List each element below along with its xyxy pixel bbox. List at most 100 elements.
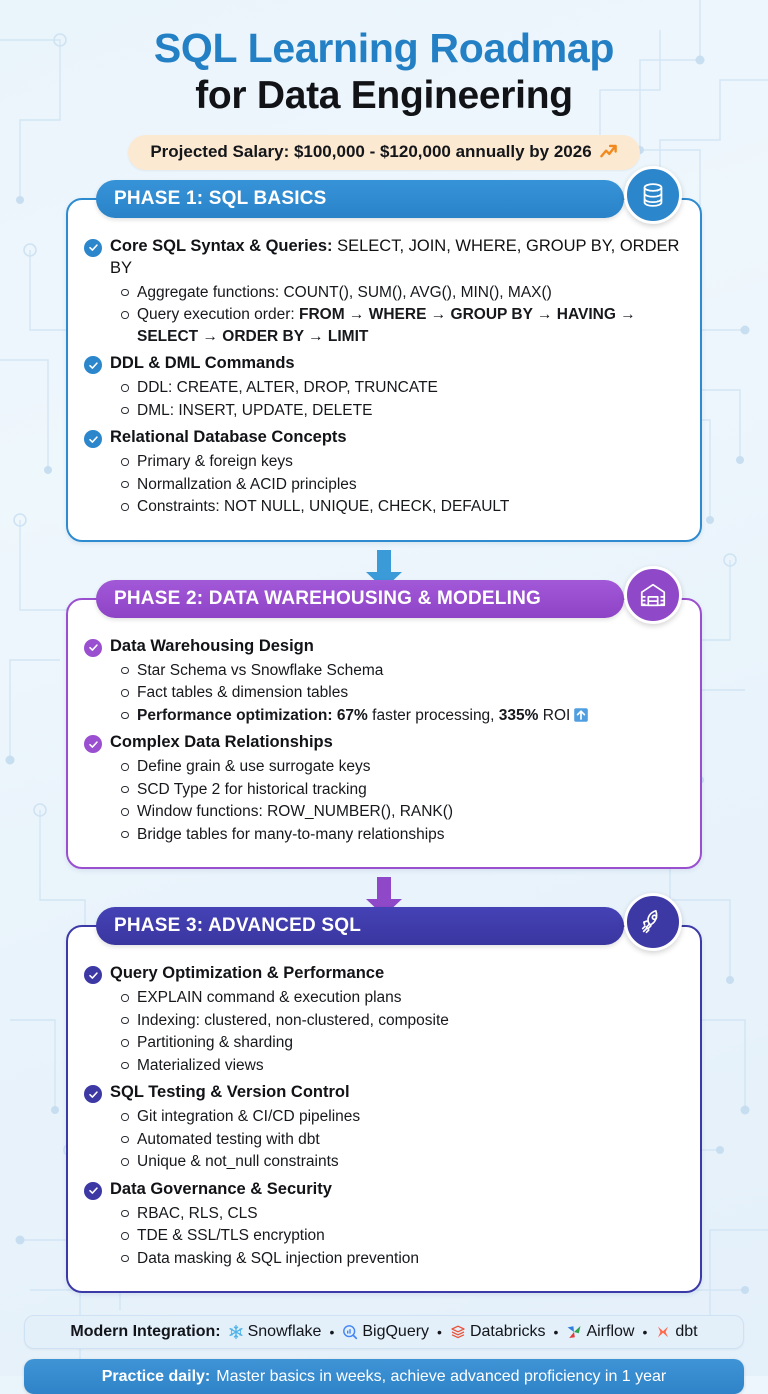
list-item: DML: INSERT, UPDATE, DELETE (120, 400, 682, 422)
tool-dbt: dbt (655, 1323, 698, 1341)
topic: Data Warehousing Design Star Schema vs S… (84, 636, 682, 727)
topic: Core SQL Syntax & Queries: SELECT, JOIN,… (84, 236, 682, 347)
topic-title: DDL & DML Commands (110, 354, 295, 373)
topic-title: Relational Database Concepts (110, 428, 347, 447)
check-icon (84, 356, 102, 375)
topic-title: Data Warehousing Design (110, 636, 314, 655)
sub-list: Primary & foreign keys Normallzation & A… (120, 451, 682, 518)
list-item: Aggregate functions: COUNT(), SUM(), AVG… (120, 282, 682, 304)
separator-dot: • (553, 1324, 559, 1341)
tool-label: Snowflake (247, 1323, 322, 1341)
list-item: Partitioning & sharding (120, 1032, 682, 1054)
sub-list: RBAC, RLS, CLS TDE & SSL/TLS encryption … (120, 1203, 682, 1270)
tool-label: BigQuery (362, 1323, 430, 1341)
tool-label: dbt (675, 1323, 698, 1341)
topic-title: Data Governance & Security (110, 1179, 332, 1198)
list-item: Indexing: clustered, non-clustered, comp… (120, 1010, 682, 1032)
sub-list: Aggregate functions: COUNT(), SUM(), AVG… (120, 282, 682, 348)
phase-card-3: PHASE 3: ADVANCED SQL (66, 893, 702, 1294)
check-icon (84, 1181, 102, 1200)
practice-text: Master basics in weeks, achieve advanced… (216, 1367, 667, 1385)
tool-snowflake: Snowflake (228, 1323, 322, 1341)
bigquery-icon (342, 1324, 358, 1340)
tool-label: Databricks (469, 1323, 546, 1341)
perf-value: 67% (336, 706, 368, 724)
list-item: Git integration & CI/CD pipelines (120, 1106, 682, 1128)
list-item: Unique & not_null constraints (120, 1151, 682, 1173)
phase-3-heading: PHASE 3: ADVANCED SQL (96, 907, 624, 946)
roi-suffix: ROI (538, 706, 571, 724)
list-item-metric: Performance optimization: 67% faster pro… (120, 705, 682, 727)
practice-daily-bar: Practice daily: Master basics in weeks, … (24, 1359, 744, 1394)
arrow-up-box-icon (573, 706, 590, 723)
tool-label: Airflow (586, 1323, 635, 1341)
phase-2-heading: PHASE 2: DATA WAREHOUSING & MODELING (96, 579, 624, 618)
modern-integration-bar: Modern Integration: Snowflake • (24, 1315, 744, 1350)
database-icon (624, 165, 682, 224)
sub-list: Git integration & CI/CD pipelines Automa… (120, 1106, 682, 1173)
phase-1-heading: PHASE 1: SQL BASICS (96, 179, 624, 218)
separator-dot: • (437, 1324, 442, 1341)
list-item: DDL: CREATE, ALTER, DROP, TRUNCATE (120, 377, 682, 399)
phase-2-body: Data Warehousing Design Star Schema vs S… (68, 600, 700, 868)
dbt-icon (655, 1324, 671, 1340)
sub-list: EXPLAIN command & execution plans Indexi… (120, 987, 682, 1076)
list-item: Materialized views (120, 1055, 682, 1077)
list-item: EXPLAIN command & execution plans (120, 987, 682, 1009)
topic-title: SQL Testing & Version Control (110, 1083, 350, 1102)
check-icon (84, 638, 102, 657)
list-item: RBAC, RLS, CLS (120, 1203, 682, 1225)
list-item: Fact tables & dimension tables (120, 682, 682, 704)
trending-up-icon (599, 142, 618, 161)
rocket-icon (624, 893, 682, 952)
tool-databricks: Databricks (450, 1323, 546, 1341)
separator-dot: • (329, 1324, 335, 1341)
tool-airflow: Airflow (566, 1323, 634, 1341)
topic-title: Complex Data Relationships (110, 733, 333, 752)
footer: Modern Integration: Snowflake • (0, 1315, 768, 1394)
warehouse-icon (624, 565, 682, 624)
databricks-icon (450, 1324, 466, 1340)
salary-badge-text: Projected Salary: $100,000 - $120,000 an… (150, 141, 592, 161)
list-item: Primary & foreign keys (120, 451, 682, 473)
list-item: Automated testing with dbt (120, 1129, 682, 1151)
topic-title: Core SQL Syntax & Queries: SELECT, JOIN,… (110, 236, 680, 277)
check-icon (84, 1085, 102, 1104)
list-item: TDE & SSL/TLS encryption (120, 1225, 682, 1247)
sub-list: Define grain & use surrogate keys SCD Ty… (120, 756, 682, 845)
perf-label: Performance optimization: (137, 706, 333, 724)
airflow-icon (566, 1324, 582, 1340)
header: SQL Learning Roadmap for Data Engineerin… (0, 0, 768, 170)
perf-mid: faster processing, (367, 706, 499, 724)
snowflake-icon (228, 1324, 244, 1340)
phase-3-body: Query Optimization & Performance EXPLAIN… (68, 927, 700, 1291)
phase-card-2: PHASE 2: DATA WAREHOUSING & MODELING (66, 565, 702, 870)
tool-bigquery: BigQuery (342, 1323, 429, 1341)
topic: Query Optimization & Performance EXPLAIN… (84, 963, 682, 1076)
topic-title: Query Optimization & Performance (110, 964, 385, 983)
connector-arrow-2 (0, 877, 768, 917)
phase-card-1: PHASE 1: SQL BASICS (66, 165, 702, 542)
list-item: Define grain & use surrogate keys (120, 756, 682, 778)
sub-list: DDL: CREATE, ALTER, DROP, TRUNCATE DML: … (120, 377, 682, 421)
topic: Relational Database Concepts Primary & f… (84, 427, 682, 518)
connector-arrow-1 (0, 549, 768, 590)
list-item: SCD Type 2 for historical tracking (120, 779, 682, 801)
topic: SQL Testing & Version Control Git integr… (84, 1082, 682, 1173)
topic: DDL & DML Commands DDL: CREATE, ALTER, D… (84, 353, 682, 421)
list-item: Constraints: NOT NULL, UNIQUE, CHECK, DE… (120, 496, 682, 518)
practice-label: Practice daily: (101, 1367, 211, 1385)
list-item: Normallzation & ACID principles (120, 474, 682, 496)
roi-value: 335% (498, 706, 539, 724)
check-icon (84, 430, 102, 449)
integration-label: Modern Integration: (70, 1323, 221, 1341)
page-title-line2: for Data Engineering (195, 73, 573, 117)
list-item: Star Schema vs Snowflake Schema (120, 660, 682, 682)
topic: Data Governance & Security RBAC, RLS, CL… (84, 1179, 682, 1270)
list-item: Window functions: ROW_NUMBER(), RANK() (120, 801, 682, 823)
topic: Complex Data Relationships Define grain … (84, 732, 682, 845)
list-item: Data masking & SQL injection prevention (120, 1248, 682, 1270)
salary-badge: Projected Salary: $100,000 - $120,000 an… (128, 134, 640, 170)
phase-1-body: Core SQL Syntax & Queries: SELECT, JOIN,… (68, 200, 700, 540)
